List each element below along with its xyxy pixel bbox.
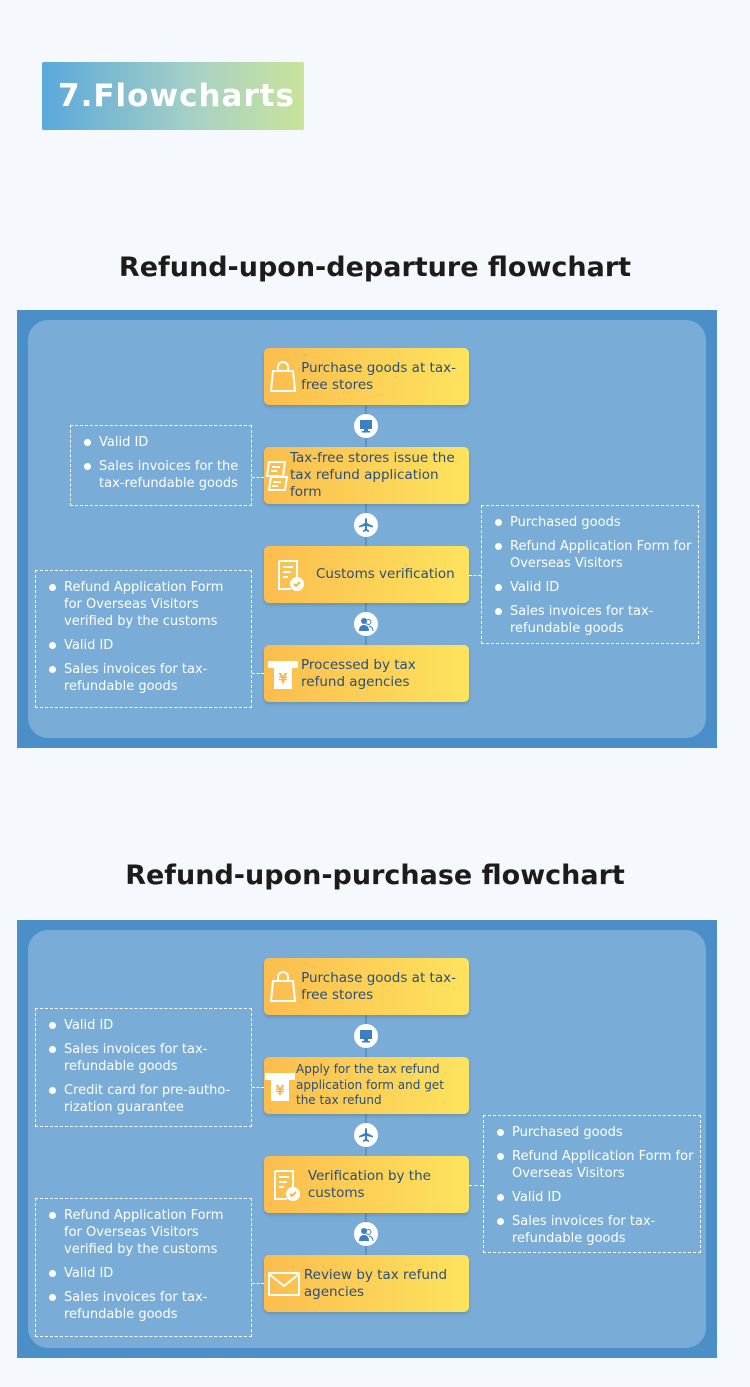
requirements-note: Refund Application Form for Overseas Vis… — [35, 1198, 252, 1337]
requirement-item: Sales invoices for tax-refundable goods — [46, 1041, 245, 1075]
note-connector — [252, 1283, 264, 1284]
section-title: 7.Flowcharts — [42, 62, 304, 130]
people-icon — [358, 616, 374, 632]
requirement-item: Refund Application Form for Overseas Vis… — [492, 538, 692, 572]
people-icon — [358, 1226, 374, 1242]
flowchart-title: Refund-upon-departure flowchart — [118, 252, 632, 283]
document-check-icon — [264, 559, 316, 591]
connector-node — [354, 1024, 378, 1048]
envelope-icon — [264, 1271, 304, 1297]
requirement-item: Valid ID — [494, 1189, 694, 1206]
note-connector — [469, 575, 481, 576]
requirements-list: Valid ID Sales invoices for tax-refundabl… — [46, 1017, 245, 1116]
requirement-item: Valid ID — [46, 1017, 245, 1034]
flow-step: Verification by the customs — [264, 1156, 469, 1213]
shopping-bag-icon — [264, 970, 301, 1003]
connector-node — [354, 414, 378, 438]
step-label: Purchase goods at tax-free stores — [301, 969, 456, 1003]
computer-icon — [359, 419, 373, 433]
shopping-bag-icon — [264, 360, 301, 393]
requirement-item: Purchased goods — [492, 514, 692, 531]
connector-node — [354, 1123, 378, 1147]
step-label: Processed by tax refund agencies — [301, 656, 416, 690]
flow-step: Review by tax refund agencies — [264, 1255, 469, 1312]
requirement-item: Valid ID — [46, 637, 245, 654]
note-connector — [469, 1185, 483, 1186]
flow-step: ¥ Apply for the tax refund application fo… — [264, 1057, 469, 1114]
connector-node — [354, 612, 378, 636]
receipt-icon — [264, 460, 290, 492]
svg-text:¥: ¥ — [278, 672, 287, 687]
flowchart-title: Refund-upon-purchase flowchart — [125, 860, 625, 891]
flow-step: Purchase goods at tax-free stores — [264, 958, 469, 1015]
requirements-list: Refund Application Form for Overseas Vis… — [46, 1207, 245, 1323]
requirements-list: Refund Application Form for Overseas Vis… — [46, 579, 245, 695]
requirement-item: Refund Application Form for Overseas Vis… — [494, 1148, 694, 1182]
requirements-note: Valid ID Sales invoices for tax-refundabl… — [35, 1008, 252, 1127]
step-label: Customs verification — [316, 566, 455, 582]
airplane-icon — [358, 517, 374, 533]
flow-step: Customs verification — [264, 546, 469, 603]
requirement-item: Purchased goods — [494, 1124, 694, 1141]
requirement-item: Valid ID — [81, 434, 245, 451]
step-label: Tax-free stores issue the tax refund app… — [290, 450, 455, 500]
requirements-note: Valid ID Sales invoices for the tax-refun… — [70, 425, 252, 506]
requirements-note: Refund Application Form for Overseas Vis… — [35, 570, 252, 708]
connector-node — [354, 1222, 378, 1246]
document-check-icon — [264, 1169, 308, 1201]
requirement-item: Credit card for pre-autho-rization guara… — [46, 1082, 245, 1116]
step-label: Apply for the tax refund application for… — [296, 1062, 444, 1108]
step-label: Review by tax refund agencies — [303, 1266, 448, 1300]
requirement-item: Refund Application Form for Overseas Vis… — [46, 579, 245, 630]
yen-dispenser-icon: ¥ — [264, 1070, 296, 1102]
requirement-item: Sales invoices for tax-refundable goods — [492, 603, 692, 637]
step-label: Verification by the customs — [307, 1167, 431, 1201]
requirement-item: Sales invoices for tax-refundable goods — [46, 1289, 245, 1323]
note-connector — [252, 1087, 264, 1088]
airplane-icon — [358, 1127, 374, 1143]
requirement-item: Sales invoices for the tax-refundable go… — [81, 458, 245, 492]
requirement-item: Valid ID — [46, 1265, 245, 1282]
flow-step: Tax-free stores issue the tax refund app… — [264, 447, 469, 504]
connector-node — [354, 513, 378, 537]
requirement-item: Sales invoices for tax-refundable goods — [46, 661, 245, 695]
svg-text:¥: ¥ — [275, 1084, 284, 1099]
requirements-list: Valid ID Sales invoices for the tax-refun… — [81, 434, 245, 492]
requirement-item: Valid ID — [492, 579, 692, 596]
requirement-item: Sales invoices for tax-refundable goods — [494, 1213, 694, 1247]
flow-step: ¥ Processed by tax refund agencies — [264, 645, 469, 702]
flow-step: Purchase goods at tax-free stores — [264, 348, 469, 405]
flowchart-2: Purchase goods at tax-free stores ¥ Apply … — [17, 920, 717, 1358]
note-connector — [252, 477, 264, 478]
note-connector — [252, 673, 264, 674]
requirement-item: Refund Application Form for Overseas Vis… — [46, 1207, 245, 1258]
yen-dispenser-icon: ¥ — [264, 658, 301, 690]
step-label: Purchase goods at tax-free stores — [301, 359, 456, 393]
computer-icon — [359, 1029, 373, 1043]
